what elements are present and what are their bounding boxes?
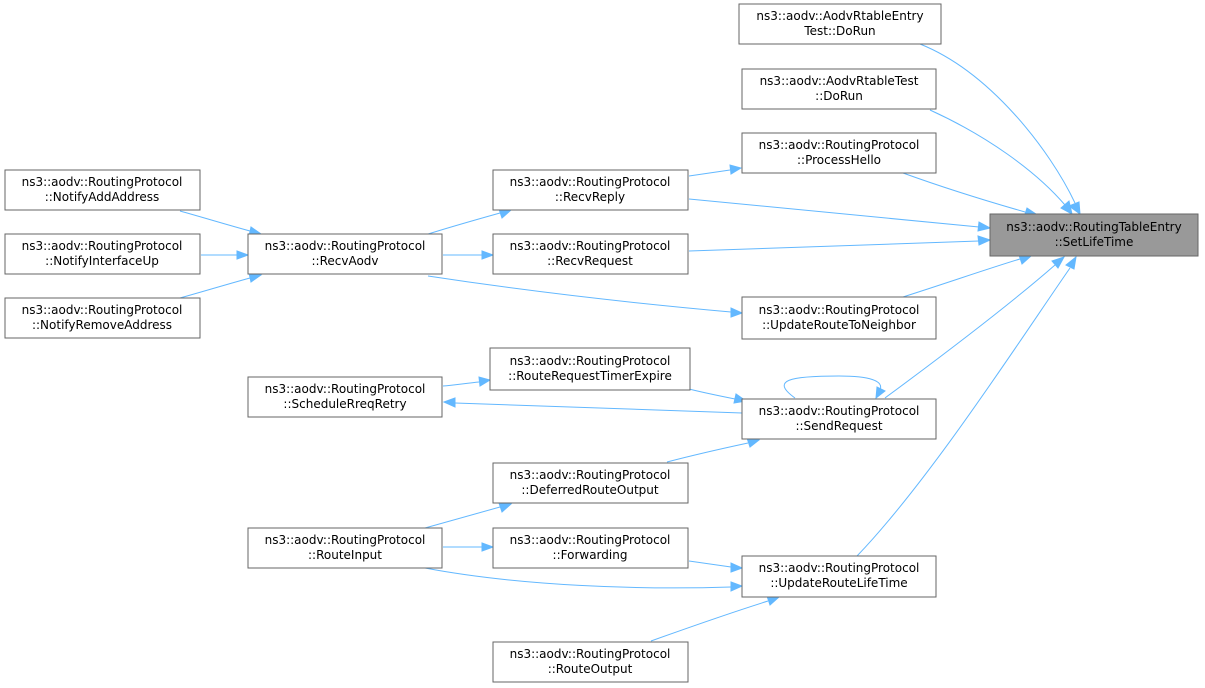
edge-rtable-test-to-set-life-time	[929, 109, 1073, 215]
node-label-line1: ns3::aodv::RoutingProtocol	[510, 468, 671, 482]
edge-update-route-life-time-to-set-life-time	[856, 255, 1077, 557]
node-notify-add-address[interactable]: ns3::aodv::RoutingProtocol ::NotifyAddAd…	[4, 169, 201, 211]
edge-schedule-rreq-retry-to-route-request-timer-expire	[442, 376, 492, 387]
node-send-request[interactable]: ns3::aodv::RoutingProtocol ::SendRequest	[741, 398, 937, 440]
node-label-line1: ns3::aodv::RoutingProtocol	[510, 239, 671, 253]
node-label-line2: ::DeferredRouteOutput	[521, 483, 659, 497]
node-notify-remove-address[interactable]: ns3::aodv::RoutingProtocol ::NotifyRemov…	[4, 297, 201, 339]
edge-notify-remove-address-to-recv-aodv	[179, 272, 263, 299]
edge-send-request-to-schedule-rreq-retry	[442, 397, 743, 414]
node-schedule-rreq-retry[interactable]: ns3::aodv::RoutingProtocol ::ScheduleRre…	[247, 376, 443, 418]
node-label-line2: ::NotifyAddAddress	[45, 190, 160, 204]
edge-deferred-route-output-to-send-request	[666, 437, 761, 463]
node-label-line2: ::UpdateRouteToNeighbor	[762, 318, 916, 332]
node-label-line2: ::ScheduleRreqRetry	[283, 397, 406, 411]
edge-route-output-to-update-route-life-time	[650, 595, 781, 642]
edge-send-request-to-set-life-time	[884, 256, 1066, 399]
node-label-line2: ::SendRequest	[795, 419, 882, 433]
node-label-line2: ::RouteRequestTimerExpire	[508, 369, 672, 383]
node-label-line1: ns3::aodv::RoutingProtocol	[510, 647, 671, 661]
node-label-line2: ::DoRun	[815, 89, 863, 103]
node-label-line2: ::NotifyInterfaceUp	[45, 254, 159, 268]
edge-recv-reply-to-process-hello	[688, 164, 743, 177]
edge-send-request-self-loop	[783, 375, 886, 400]
node-label-line2: ::RecvReply	[555, 190, 625, 204]
node-label-line2: ::RecvRequest	[547, 254, 633, 268]
node-label-line1: ns3::aodv::RoutingProtocol	[265, 239, 426, 253]
node-label-line1: ns3::aodv::RoutingProtocol	[510, 175, 671, 189]
edge-route-input-to-update-route-life-time	[424, 567, 744, 592]
node-label-line1: ns3::aodv::RoutingTableEntry	[1006, 220, 1181, 234]
node-update-route-to-neighbor[interactable]: ns3::aodv::RoutingProtocol ::UpdateRoute…	[741, 296, 937, 340]
node-label-line1: ns3::aodv::RoutingProtocol	[759, 303, 920, 317]
node-label-line1: ns3::aodv::RoutingProtocol	[22, 175, 183, 189]
node-label-line1: ns3::aodv::RoutingProtocol	[22, 303, 183, 317]
edge-recv-reply-to-set-life-time	[688, 198, 992, 232]
node-deferred-route-output[interactable]: ns3::aodv::RoutingProtocol ::DeferredRou…	[492, 462, 689, 504]
node-label-line2: ::RecvAodv	[311, 254, 378, 268]
node-set-life-time[interactable]: ns3::aodv::RoutingTableEntry ::SetLifeTi…	[989, 213, 1199, 257]
edge-recv-request-to-set-life-time	[688, 235, 992, 252]
node-recv-request[interactable]: ns3::aodv::RoutingProtocol ::RecvRequest	[492, 233, 689, 275]
node-label-line1: ns3::aodv::RoutingProtocol	[510, 533, 671, 547]
node-route-request-timer-expire[interactable]: ns3::aodv::RoutingProtocol ::RouteReques…	[489, 347, 691, 391]
node-label-line1: ns3::aodv::RoutingProtocol	[759, 138, 920, 152]
node-label-line1: ns3::aodv::RoutingProtocol	[759, 404, 920, 418]
edge-process-hello-to-set-life-time	[902, 172, 1038, 218]
edge-route-input-to-deferred-route-output	[424, 502, 513, 529]
node-forwarding[interactable]: ns3::aodv::RoutingProtocol ::Forwarding	[492, 527, 689, 569]
node-label-line2: ::RouteInput	[308, 548, 382, 562]
node-process-hello[interactable]: ns3::aodv::RoutingProtocol ::ProcessHell…	[741, 132, 937, 174]
node-label-line1: ns3::aodv::RoutingProtocol	[759, 561, 920, 575]
node-notify-interface-up[interactable]: ns3::aodv::RoutingProtocol ::NotifyInter…	[4, 233, 201, 275]
node-label-line1: ns3::aodv::RoutingProtocol	[265, 382, 426, 396]
edge-recv-aodv-to-update-route-to-neighbor	[427, 275, 744, 318]
node-label-line1: ns3::aodv::RoutingProtocol	[510, 354, 671, 368]
node-update-route-life-time[interactable]: ns3::aodv::RoutingProtocol ::UpdateRoute…	[741, 555, 937, 598]
edge-route-input-to-forwarding	[443, 542, 495, 552]
node-rtable-entry-test[interactable]: ns3::aodv::AodvRtableEntry Test::DoRun	[738, 3, 942, 45]
node-label-line2: ::Forwarding	[553, 548, 628, 562]
node-recv-reply[interactable]: ns3::aodv::RoutingProtocol ::RecvReply	[492, 169, 689, 211]
edge-recv-aodv-to-recv-reply	[424, 208, 513, 236]
edge-notify-interface-up-to-recv-aodv	[201, 250, 250, 260]
node-label-line2: ::RouteOutput	[548, 662, 633, 676]
node-rtable-test[interactable]: ns3::aodv::AodvRtableTest ::DoRun	[741, 68, 937, 110]
edge-update-route-to-neighbor-to-set-life-time	[902, 254, 1033, 298]
edge-recv-aodv-to-recv-request	[443, 250, 495, 260]
node-label-line1: ns3::aodv::AodvRtableEntry	[756, 9, 923, 23]
node-label-line1: ns3::aodv::AodvRtableTest	[760, 74, 919, 88]
edge-forwarding-to-update-route-life-time	[688, 560, 744, 573]
node-route-output[interactable]: ns3::aodv::RoutingProtocol ::RouteOutput	[492, 641, 689, 683]
edge-notify-add-address-to-recv-aodv	[179, 210, 263, 237]
edge-route-request-timer-expire-to-send-request	[688, 388, 748, 404]
edge-rtable-entry-test-to-set-life-time	[919, 43, 1081, 216]
node-label-line2: ::UpdateRouteLifeTime	[770, 576, 907, 590]
node-label-line2: ::ProcessHello	[797, 153, 881, 167]
node-label-line2: ::NotifyRemoveAddress	[32, 318, 172, 332]
node-label-line2: ::SetLifeTime	[1055, 235, 1134, 249]
node-label-line1: ns3::aodv::RoutingProtocol	[265, 533, 426, 547]
node-label-line2: Test::DoRun	[803, 24, 875, 38]
node-label-line1: ns3::aodv::RoutingProtocol	[22, 239, 183, 253]
node-route-input[interactable]: ns3::aodv::RoutingProtocol ::RouteInput	[247, 527, 443, 569]
node-recv-aodv[interactable]: ns3::aodv::RoutingProtocol ::RecvAodv	[247, 233, 443, 275]
